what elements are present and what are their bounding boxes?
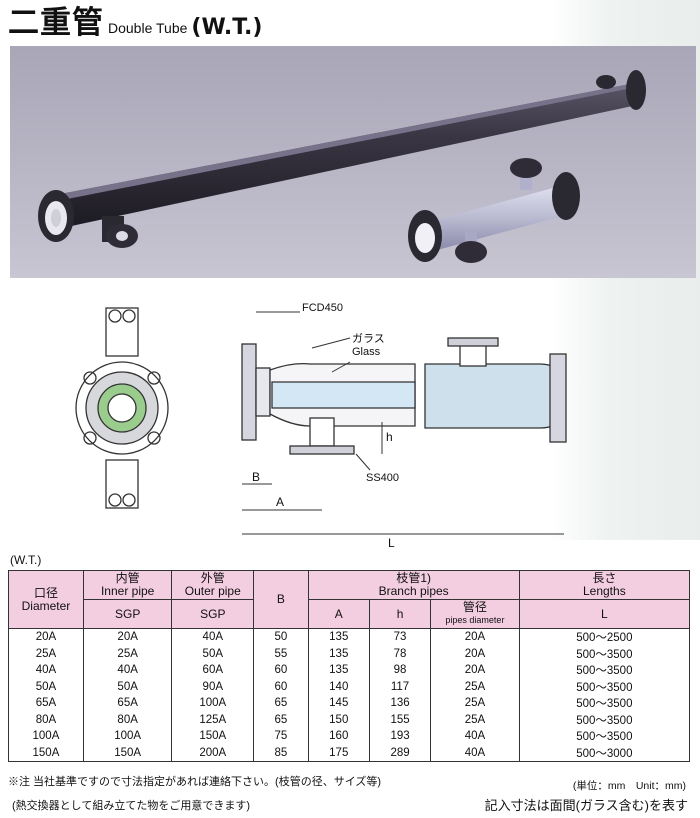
spec-table: 口径 Diameter 内管 Inner pipe 外管 Outer pipe … [8,570,691,762]
title-code: (W.T.) [191,15,263,40]
header-l: L [518,599,691,629]
label-fcd450: FCD450 [302,302,343,314]
header-length: 長さ Lengths [518,570,691,600]
note-standard: ※注 当社基準ですので寸法指定があれば連絡下さい。(枝管の径、サイズ等) [8,776,382,788]
title-en: Double Tube [108,20,188,36]
double-tube-cross-section-diagram [75,307,567,535]
header-inner-sgp: SGP [82,599,173,629]
label-glass-en: Glass [352,346,381,358]
header-pipe-diameter: 管径 pipes diameter [430,599,520,629]
header-outer: 外管 Outer pipe [171,570,255,600]
unit-note: (単位：mm Unit：mm) [572,780,686,792]
header-outer-sgp: SGP [171,599,255,629]
header-b: B [253,570,309,629]
header-inner: 内管 Inner pipe [82,570,173,600]
note-dimension: 記入寸法は面間(ガラス含む)を表す [484,798,688,813]
note-heat-exchanger: (熱交換器として組み立てた物をご用意できます) [12,800,250,812]
label-dim-h: h [386,430,393,444]
label-dim-a: A [276,495,285,509]
technical-drawing: FCD450 ガラス Glass SS400 h B A L [70,288,590,550]
header-diameter: 口径 Diameter [8,570,84,629]
table-caption: (W.T.) [10,553,42,567]
label-dim-l: L [388,536,395,550]
page-title: 二重管 Double Tube (W.T.) [8,2,262,42]
product-photo [10,46,696,278]
label-ss400: SS400 [366,472,400,484]
title-jp: 二重管 [8,5,104,41]
label-dim-b: B [252,470,261,484]
header-h: h [368,599,432,629]
header-a: A [307,599,370,629]
double-tube-photo-illustration [38,70,646,263]
label-glass-jp: ガラス [352,332,385,345]
header-branch: 枝管1) Branch pipes [307,570,520,600]
